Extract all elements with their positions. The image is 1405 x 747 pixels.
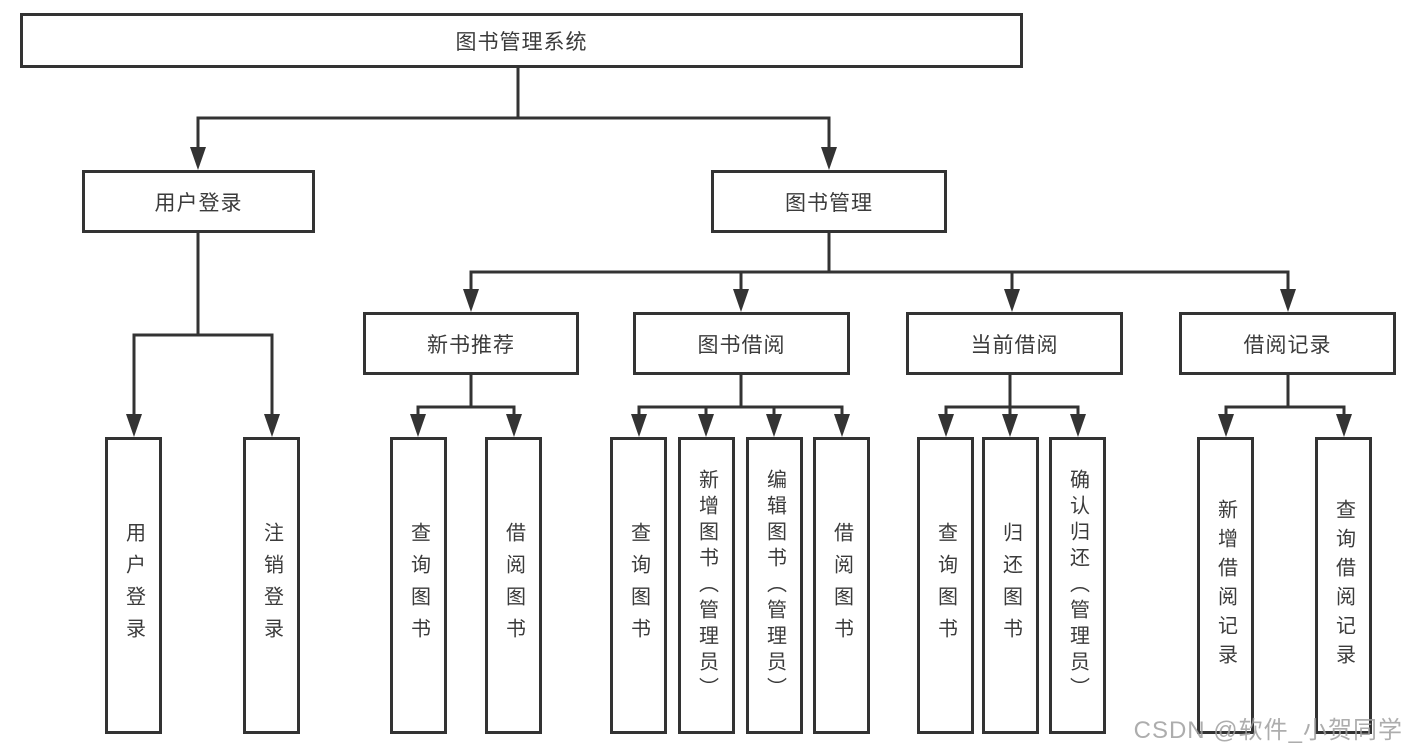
leaf-label: 注销登录	[260, 521, 283, 650]
node-user-login: 用户登录	[82, 170, 315, 233]
leaf-borrow-add-books-admin: 新增图书（管理员）	[678, 437, 735, 734]
node-label: 图书管理	[785, 191, 873, 215]
node-label: 借阅记录	[1243, 333, 1332, 357]
leaf-label: 借阅图书	[502, 521, 525, 650]
leaf-label: 查询借阅记录	[1332, 498, 1355, 673]
leaf-recommend-query-books: 查询图书	[390, 437, 447, 734]
leaf-label: 新增借阅记录	[1214, 498, 1237, 673]
node-label: 图书借阅	[697, 333, 786, 357]
leaf-records-query-borrow-record: 查询借阅记录	[1315, 437, 1372, 734]
node-borrow-records: 借阅记录	[1179, 312, 1396, 375]
leaf-label: 查询图书	[407, 521, 430, 650]
leaf-current-confirm-return-admin: 确认归还（管理员）	[1049, 437, 1106, 734]
node-book-borrow: 图书借阅	[633, 312, 850, 375]
leaf-label: 归还图书	[999, 521, 1022, 650]
leaf-borrow-borrow-books: 借阅图书	[813, 437, 870, 734]
leaf-label: 编辑图书（管理员）	[763, 468, 786, 703]
leaf-borrow-edit-books-admin: 编辑图书（管理员）	[746, 437, 803, 734]
csdn-watermark: CSDN @软件_小贺同学	[1133, 717, 1403, 744]
leaf-current-query-books: 查询图书	[917, 437, 974, 734]
leaf-label: 新增图书（管理员）	[695, 468, 718, 703]
leaf-label: 借阅图书	[830, 521, 853, 650]
node-current-borrow: 当前借阅	[906, 312, 1123, 375]
leaf-label: 查询图书	[627, 521, 650, 650]
leaf-borrow-query-books: 查询图书	[610, 437, 667, 734]
node-label: 新书推荐	[427, 333, 515, 357]
leaf-label: 用户登录	[122, 521, 145, 650]
leaf-label: 查询图书	[934, 521, 957, 650]
leaf-logout: 注销登录	[243, 437, 300, 734]
leaf-label: 确认归还（管理员）	[1066, 468, 1089, 703]
leaf-current-return-books: 归还图书	[982, 437, 1039, 734]
node-new-book-recommend: 新书推荐	[363, 312, 579, 375]
node-label: 当前借阅	[970, 333, 1059, 357]
node-label: 图书管理系统	[455, 30, 588, 54]
node-book-management: 图书管理	[711, 170, 947, 233]
leaf-records-add-borrow-record: 新增借阅记录	[1197, 437, 1254, 734]
node-library-system: 图书管理系统	[20, 13, 1023, 68]
node-label: 用户登录	[154, 191, 243, 215]
leaf-recommend-borrow-books: 借阅图书	[485, 437, 542, 734]
leaf-user-login: 用户登录	[105, 437, 162, 734]
